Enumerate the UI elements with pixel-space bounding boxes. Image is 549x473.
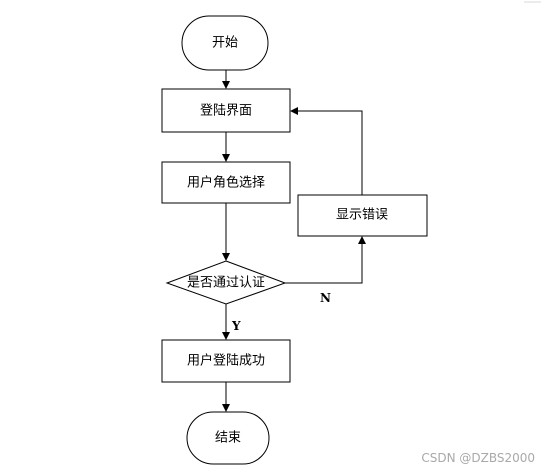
node-login-page: 登陆界面 <box>161 88 291 133</box>
auth-check-label: 是否通过认证 <box>187 276 265 291</box>
login-success-box <box>161 339 291 383</box>
arrowhead <box>290 107 298 115</box>
node-role-select: 用户角色选择 <box>161 161 291 204</box>
role-select-label: 用户角色选择 <box>187 175 265 191</box>
login-page-box <box>161 88 291 133</box>
login-success-label: 用户登陆成功 <box>187 353 265 369</box>
login-page-label: 登陆界面 <box>200 103 252 119</box>
start-terminator <box>181 15 269 71</box>
node-start: 开始 <box>181 15 269 71</box>
arrowhead <box>222 81 230 89</box>
show-error-label: 显示错误 <box>336 208 388 223</box>
end-label: 结束 <box>215 431 241 446</box>
node-auth-check: 是否通过认证 <box>165 260 287 305</box>
end-terminator <box>186 411 270 465</box>
arrowhead <box>222 332 230 340</box>
watermark: CSDN @DZBS2000 <box>421 451 535 465</box>
role-select-box <box>161 161 291 204</box>
start-label: 开始 <box>212 36 238 51</box>
edge-label-no: N <box>320 291 331 305</box>
edge-label-yes: Y <box>231 319 241 333</box>
arrowhead <box>222 253 230 261</box>
show-error-box <box>297 194 428 237</box>
arrowhead <box>358 236 366 244</box>
edge-auth-to-error <box>285 244 363 284</box>
edge-error-to-login <box>297 110 363 195</box>
node-login-success: 用户登陆成功 <box>161 339 291 383</box>
node-end: 结束 <box>186 411 270 465</box>
node-show-error: 显示错误 <box>297 194 428 237</box>
auth-check-diamond <box>165 260 287 305</box>
arrowhead <box>222 404 230 412</box>
arrowhead <box>222 154 230 162</box>
